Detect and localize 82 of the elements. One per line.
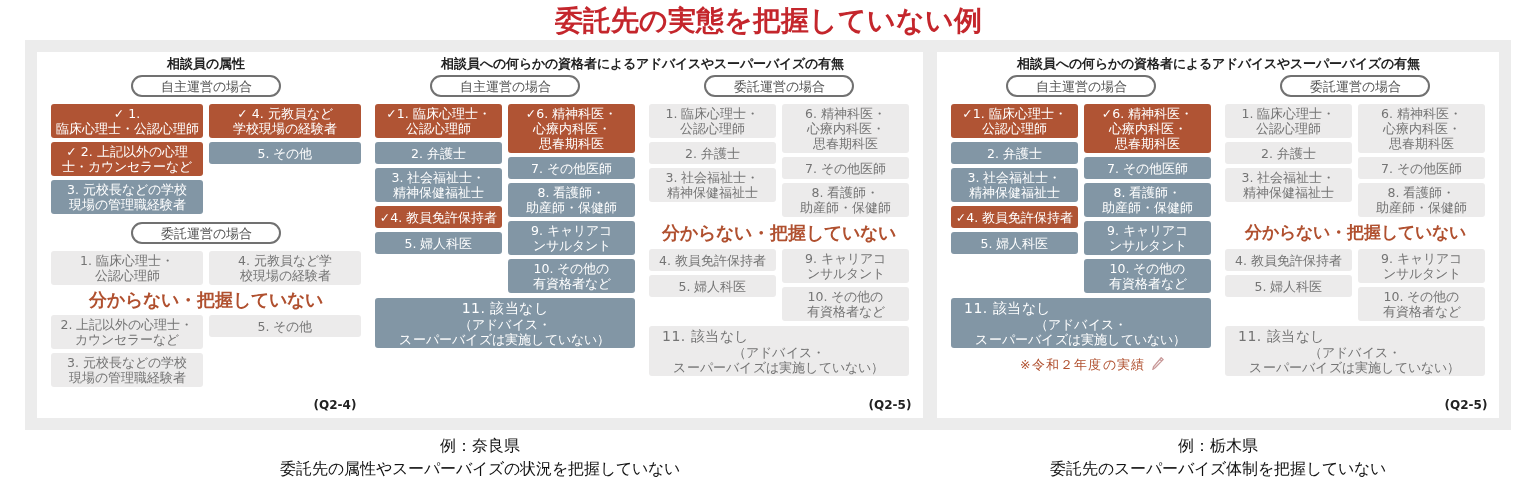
faded-option-box: 10. その他の有資格者など (782, 287, 909, 321)
option-box: 5. 婦人科医 (951, 232, 1078, 254)
section-pill: 自主運営の場合 (131, 75, 281, 97)
faded-option-box: 3. 社会福祉士・精神保健福祉士 (1225, 168, 1352, 202)
section-heading: 相談員の属性 (167, 56, 245, 72)
option-box: 3. 社会福祉士・精神保健福祉士 (375, 168, 502, 202)
faded-option-box: 7. その他医師 (782, 157, 909, 179)
highlighted-option-box: ✓ 1. 臨床心理士・公認心理師 (51, 104, 203, 138)
faded-option-box: 1. 臨床心理士・公認心理師 (649, 104, 776, 138)
faded-option-box: 5. その他 (209, 315, 361, 337)
option-note: （アドバイス・スーパーバイズは実施していない） (974, 316, 1188, 347)
faded-option-box: 4. 元教員など学校現場の経験者 (209, 251, 361, 285)
faded-option-box: 5. 婦人科医 (649, 275, 776, 297)
faded-option-box: 5. 婦人科医 (1225, 275, 1352, 297)
option-box: 7. その他医師 (1084, 157, 1211, 179)
faded-option-box: 6. 精神科医・心療内科医・思春期科医 (782, 104, 909, 153)
section-pill: 委託運営の場合 (704, 75, 854, 97)
caption-text: 例：奈良県 (440, 436, 520, 456)
highlighted-option-box: ✓1. 臨床心理士・公認心理師 (375, 104, 502, 138)
option-note: （アドバイス・スーパーバイズは実施していない） (398, 316, 612, 347)
option-title: 11. 該当なし (461, 299, 549, 317)
option-box: 9. キャリアコンサルタント (508, 221, 635, 255)
faded-option-box: 2. 上記以外の心理士・カウンセラーなど (51, 315, 203, 349)
section-pill: 自主運営の場合 (1006, 75, 1156, 97)
option-box: 10. その他の有資格者など (508, 259, 635, 293)
faded-option-box: 9. キャリアコンサルタント (1358, 249, 1485, 283)
option-box: 8. 看護師・助産師・保健師 (1084, 183, 1211, 217)
option-title: 11. 該当なし (662, 327, 749, 345)
caption-text: 委託先のスーパーバイズ体制を把握していない (1050, 459, 1386, 479)
section-heading: 相談員への何らかの資格者によるアドバイスやスーパーバイズの有無 (440, 56, 844, 72)
option-box: 7. その他医師 (508, 157, 635, 179)
question-code: (Q2-4) (313, 397, 357, 413)
faded-option-box: 1. 臨床心理士・公認心理師 (51, 251, 203, 285)
faded-option-box: 3. 社会福祉士・精神保健福祉士 (649, 168, 776, 202)
slide-panel (37, 52, 923, 418)
faded-option-box: 4. 教員免許保持者 (649, 249, 776, 271)
highlighted-option-box: ✓1. 臨床心理士・公認心理師 (951, 104, 1078, 138)
faded-option-box: 8. 看護師・助産師・保健師 (782, 183, 909, 217)
faded-option-box: 9. キャリアコンサルタント (782, 249, 909, 283)
highlighted-option-box: ✓ 2. 上記以外の心理士・カウンセラーなど (51, 142, 203, 176)
option-box: 5. 婦人科医 (375, 232, 502, 254)
faded-option-box: 8. 看護師・助産師・保健師 (1358, 183, 1485, 217)
option-note: （アドバイス・スーパーバイズは実施していない） (1248, 344, 1462, 375)
faded-option-box: 10. その他の有資格者など (1358, 287, 1485, 321)
faded-option-box: 4. 教員免許保持者 (1225, 249, 1352, 271)
question-code: (Q2-5) (868, 397, 912, 413)
faded-option-box: 1. 臨床心理士・公認心理師 (1225, 104, 1352, 138)
option-box (375, 298, 635, 348)
option-box (951, 298, 1211, 348)
option-note: （アドバイス・スーパーバイズは実施していない） (672, 344, 886, 375)
overlay-text: 分からない・把握していない (1244, 222, 1466, 244)
option-title: 11. 該当なし (1238, 327, 1325, 345)
option-box: 9. キャリアコンサルタント (1084, 221, 1211, 255)
option-box: 8. 看護師・助産師・保健師 (508, 183, 635, 217)
option-box: 3. 社会福祉士・精神保健福祉士 (951, 168, 1078, 202)
option-title: 11. 該当なし (964, 299, 1051, 317)
faded-option-box: 6. 精神科医・心療内科医・思春期科医 (1358, 104, 1485, 153)
faded-option-box: 7. その他医師 (1358, 157, 1485, 179)
option-box: 3. 元校長などの学校現場の管理職経験者 (51, 180, 203, 214)
overlay-text: 分からない・把握していない (662, 221, 896, 245)
section-pill: 委託運営の場合 (131, 222, 281, 244)
section-heading: 相談員への何らかの資格者によるアドバイスやスーパーバイズの有無 (1016, 56, 1420, 72)
option-box: 5. その他 (209, 142, 361, 164)
diagram-title: 委託先の実態を把握していない例 (554, 4, 982, 38)
question-code: (Q2-5) (1444, 397, 1488, 413)
highlighted-option-box: ✓6. 精神科医・心療内科医・思春期科医 (508, 104, 635, 153)
slide-panel (937, 52, 1499, 418)
highlighted-option-box: ✓4. 教員免許保持者 (375, 206, 502, 228)
option-box: 2. 弁護士 (951, 142, 1078, 164)
highlighted-option-box: ✓6. 精神科医・心療内科医・思春期科医 (1084, 104, 1211, 153)
faded-option-box: 2. 弁護士 (1225, 142, 1352, 164)
caption-text: 委託先の属性やスーパーバイズの状況を把握していない (280, 459, 680, 479)
highlighted-option-box: ✓ 4. 元教員など学校現場の経験者 (209, 104, 361, 138)
option-box: 10. その他の有資格者など (1084, 259, 1211, 293)
faded-option-box: 2. 弁護士 (649, 142, 776, 164)
highlighted-option-box: ✓4. 教員免許保持者 (951, 206, 1078, 228)
section-pill: 委託運営の場合 (1280, 75, 1430, 97)
caption-text: 例：栃木県 (1178, 436, 1258, 456)
overlay-text: 分からない・把握していない (89, 288, 323, 312)
option-box: 2. 弁護士 (375, 142, 502, 164)
faded-option-box: 3. 元校長などの学校現場の管理職経験者 (51, 353, 203, 387)
section-pill: 自主運営の場合 (430, 75, 580, 97)
